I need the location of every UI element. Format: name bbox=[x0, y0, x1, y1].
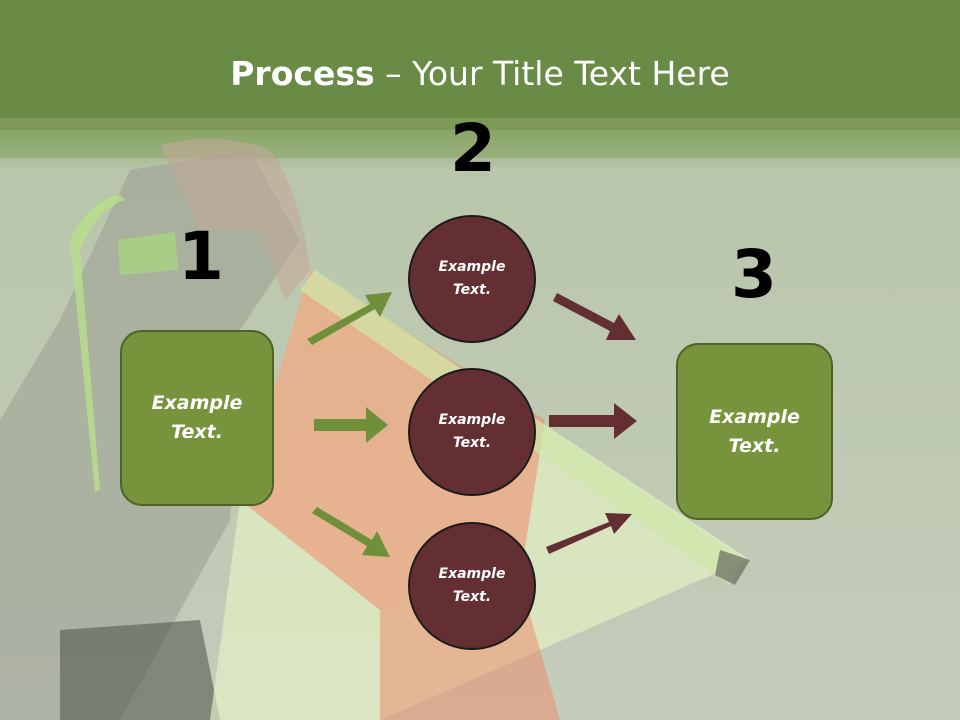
slide-title: Process – Your Title Text Here bbox=[0, 52, 960, 96]
step-number-1: 1 bbox=[178, 218, 224, 295]
step-2-circle-bottom[interactable]: Example Text. bbox=[408, 522, 536, 650]
title-bold: Process bbox=[230, 54, 375, 93]
step-3-box[interactable]: Example Text. bbox=[676, 343, 833, 520]
header-band bbox=[0, 0, 960, 130]
step-1-text-line1: Example bbox=[151, 392, 243, 414]
step-3-text-line2: Text. bbox=[728, 434, 781, 457]
step-number-3: 3 bbox=[731, 236, 777, 313]
step-2-circle-middle[interactable]: Example Text. bbox=[408, 368, 536, 496]
circle-bottom-line1: Example bbox=[438, 566, 506, 582]
step-1-box[interactable]: Example Text. bbox=[120, 330, 274, 506]
title-rest: – Your Title Text Here bbox=[374, 54, 730, 93]
circle-middle-line1: Example bbox=[438, 412, 506, 428]
circle-bottom-line2: Text. bbox=[452, 589, 492, 605]
circle-top-line2: Text. bbox=[452, 282, 492, 298]
step-1-text-line2: Text. bbox=[171, 421, 223, 443]
step-3-text-line1: Example bbox=[709, 405, 800, 428]
step-2-circle-top[interactable]: Example Text. bbox=[408, 215, 536, 343]
circle-middle-line2: Text. bbox=[452, 435, 492, 451]
circle-top-line1: Example bbox=[438, 259, 506, 275]
step-number-2: 2 bbox=[450, 110, 496, 187]
